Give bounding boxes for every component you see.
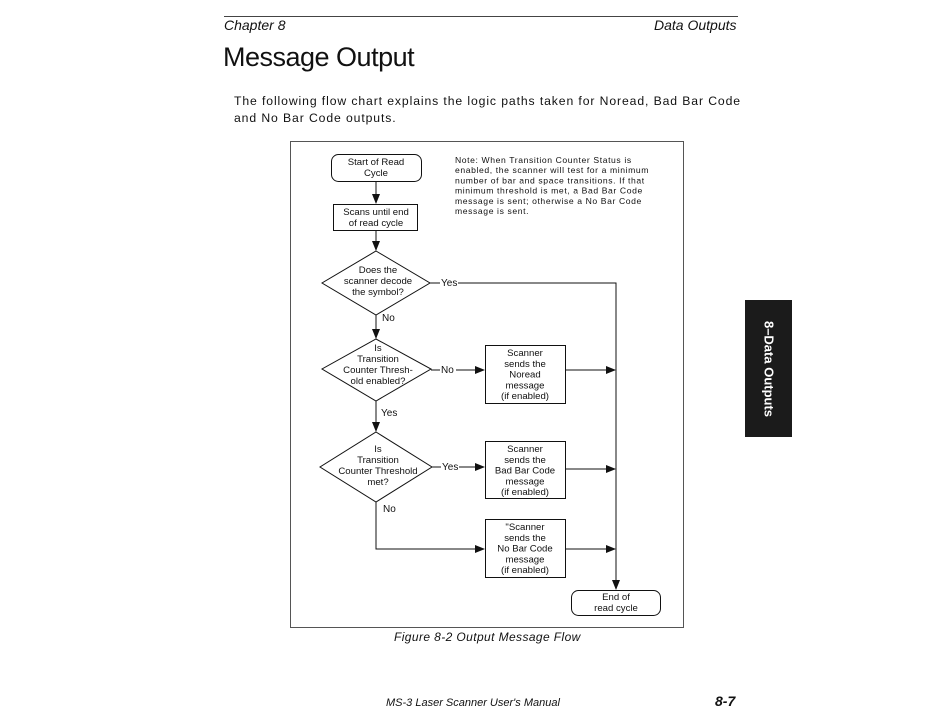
text-line: number of bar and space transitions. If … [455, 175, 645, 185]
text-line: message [506, 476, 545, 487]
text-line: No Bar Code [497, 544, 552, 555]
section-header: Data Outputs [654, 17, 737, 33]
text-line: scanner decode [344, 276, 412, 287]
noread-box [485, 345, 566, 404]
text-line: Scanner [507, 444, 544, 455]
text-line: Noread [509, 370, 540, 381]
text-line: Note: When Transition Counter Status is [455, 155, 632, 165]
side-tab: 8–Data Outputs [745, 300, 792, 437]
met-no-label: No [383, 504, 396, 515]
nobarcode-box [485, 519, 566, 578]
footer-manual: MS-3 Laser Scanner User's Manual [386, 697, 560, 709]
text-line: Is [374, 343, 382, 354]
text-line: minimum threshold is met, a Bad Bar Code [455, 186, 643, 196]
arrow-decode-yes-end [458, 282, 620, 590]
text-line: sends the [504, 359, 546, 370]
figure-frame [290, 141, 684, 628]
intro-paragraph: The following flow chart explains the lo… [234, 94, 741, 125]
text-line: message [506, 380, 545, 391]
text-line: (if enabled) [501, 487, 549, 498]
text-line: (if enabled) [501, 565, 549, 576]
met-yes-label: Yes [442, 462, 458, 473]
arrow-met-no-nobar [375, 502, 485, 553]
text-line: Bad Bar Code [495, 466, 555, 477]
badbarcode-box [485, 441, 566, 499]
header-rule [224, 16, 738, 17]
text-line: old enabled? [351, 376, 406, 387]
text-line: sends the [504, 455, 546, 466]
enabled-yes-label: Yes [381, 408, 397, 419]
text-line: Counter Threshold [338, 466, 417, 477]
decode-yes-label: Yes [441, 278, 457, 289]
text-line: read cycle [594, 603, 638, 614]
text-line: of read cycle [349, 218, 403, 229]
text-line: Transition [357, 354, 399, 365]
text-line: met? [367, 477, 388, 488]
text-line: Transition [357, 455, 399, 466]
text-line: the symbol? [352, 287, 404, 298]
text-line: message is sent; otherwise a No Bar Code [455, 196, 642, 206]
text-line: Scanner [507, 348, 544, 359]
chapter-header: Chapter 8 [224, 17, 286, 33]
text-line: Scans until end [343, 207, 409, 218]
enabled-no-label: No [441, 365, 454, 376]
text-line: sends the [504, 533, 546, 544]
text-line: Start of Read [348, 157, 405, 168]
page-title: Message Output [223, 42, 415, 72]
end-node [571, 590, 661, 616]
page-number: 8-7 [715, 693, 736, 709]
text-line: Is [374, 444, 382, 455]
text-line: message is sent. [455, 206, 529, 216]
text-line: message [506, 554, 545, 565]
text-line: End of [602, 592, 630, 603]
text-line: (if enabled) [501, 391, 549, 402]
text-line: "Scanner [505, 522, 545, 533]
text-line: Counter Thresh- [343, 365, 413, 376]
text-line: Cycle [364, 168, 388, 179]
text-line: enabled, the scanner will test for a min… [455, 165, 649, 175]
decode-no-label: No [382, 313, 395, 324]
figure-caption-text: Figure 8-2 Output Message Flow [394, 630, 581, 644]
scans-box [333, 204, 418, 231]
text-line: Does the [359, 265, 397, 276]
